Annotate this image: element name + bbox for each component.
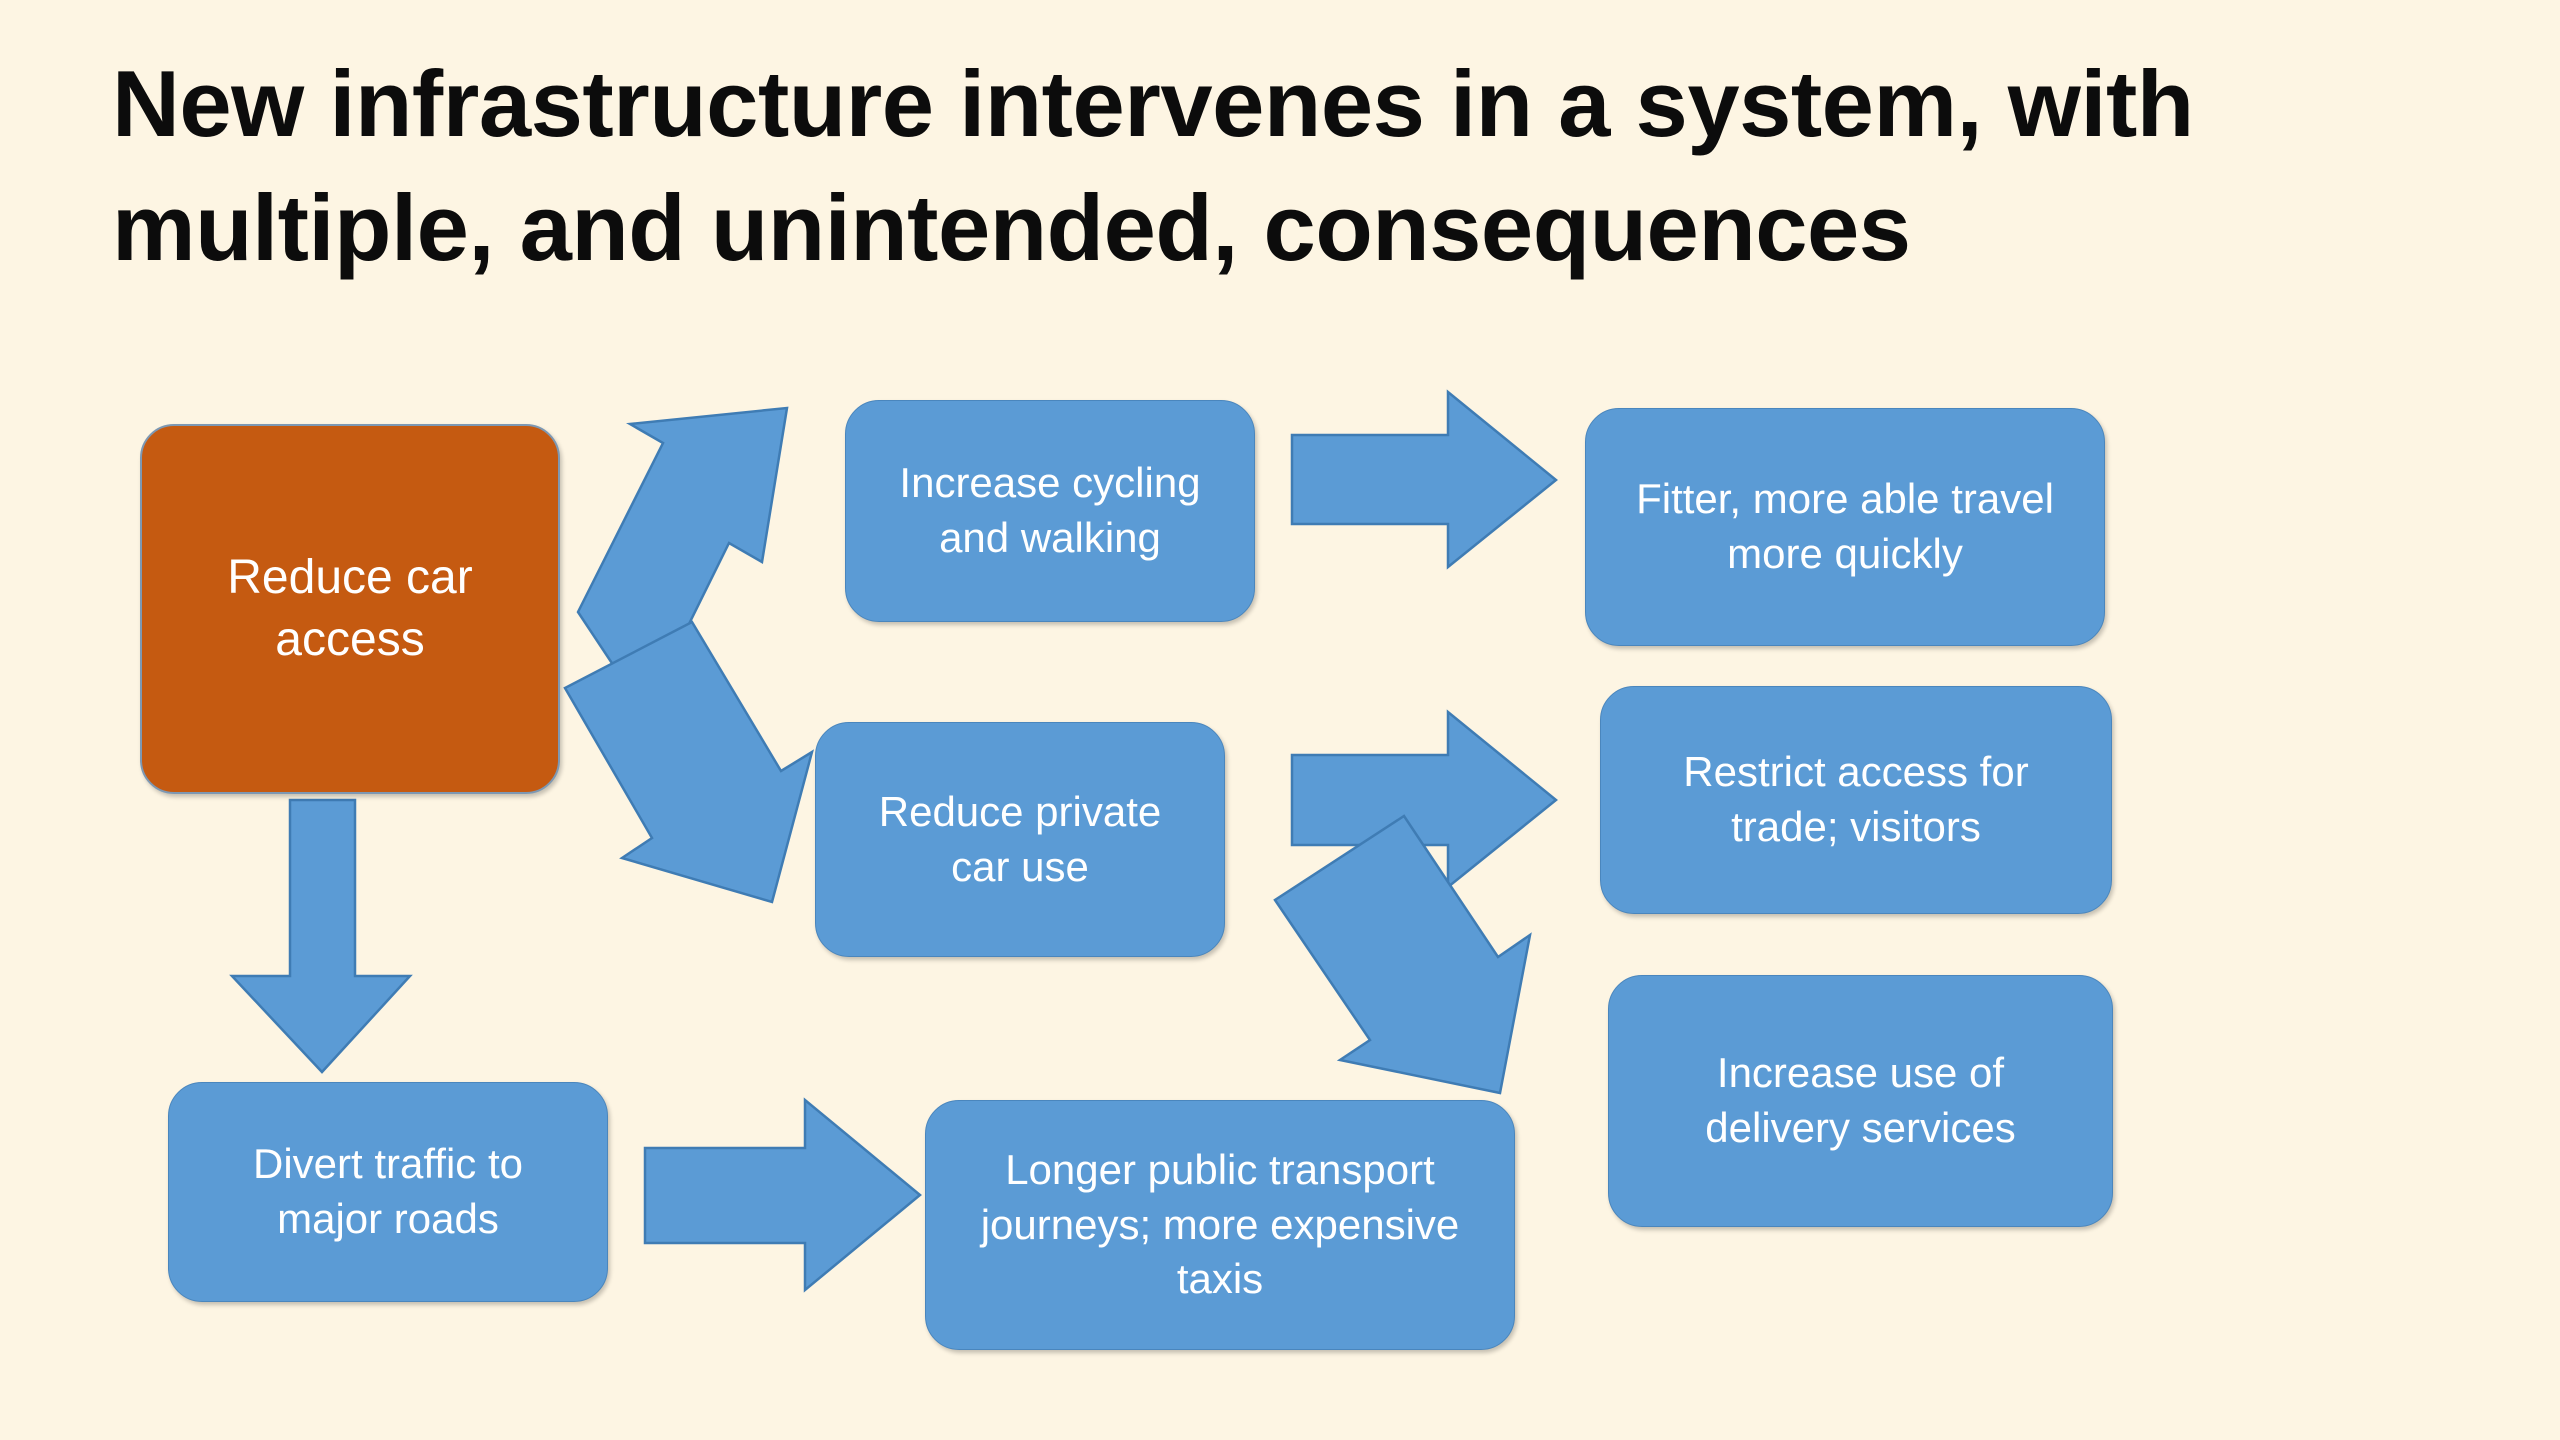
node-divert-traffic-to-major-roads[interactable]: Divert traffic to major roads: [168, 1082, 608, 1302]
arrow-increase-cycling-to-fitter-more-able-travel: [1290, 389, 1558, 570]
node-label: Restrict access for trade; visitors: [1683, 748, 2029, 850]
node-label: Increase use of delivery services: [1705, 1049, 2016, 1151]
node-longer-public-transport-journeys[interactable]: Longer public transport journeys; more e…: [925, 1100, 1515, 1350]
node-restrict-access-for-trade-visitors[interactable]: Restrict access for trade; visitors: [1600, 686, 2112, 914]
node-label: Reduce car access: [227, 550, 473, 666]
node-label: Divert traffic to major roads: [253, 1140, 523, 1242]
node-label: Fitter, more able travel more quickly: [1636, 475, 2054, 577]
arrow-reduce-private-car-use-to-increase-delivery: [1273, 814, 1532, 1095]
node-label: Reduce private car use: [878, 787, 1162, 890]
arrow-reduce-car-access-to-divert-traffic: [229, 798, 413, 1074]
arrow-divert-traffic-to-longer-public-transport: [643, 1097, 922, 1293]
node-reduce-private-car-use[interactable]: Reduce private car use: [815, 722, 1225, 957]
node-label: Increase cycling and walking: [899, 459, 1201, 561]
arrow-reduce-car-access-to-increase-cycling: [576, 406, 789, 716]
node-increase-cycling-and-walking[interactable]: Increase cycling and walking: [845, 400, 1255, 622]
arrow-reduce-car-access-to-reduce-private-car-use: [563, 620, 815, 904]
arrow-reduce-private-car-use-to-restrict-access: [1290, 709, 1558, 890]
node-reduce-car-access[interactable]: Reduce car access: [140, 424, 560, 794]
node-label: Longer public transport journeys; more e…: [980, 1146, 1460, 1303]
node-increase-use-of-delivery-services[interactable]: Increase use of delivery services: [1608, 975, 2113, 1227]
slide-title: New infrastructure intervenes in a syste…: [112, 51, 2194, 281]
node-fitter-more-able-travel-more-quickly[interactable]: Fitter, more able travel more quickly: [1585, 408, 2105, 646]
